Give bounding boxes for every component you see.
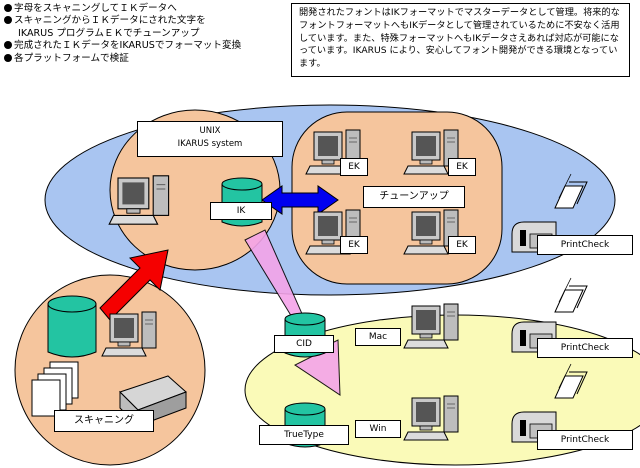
ek-label-3: EK [340, 236, 368, 254]
ek-label-4: EK [448, 236, 476, 254]
bullet-item-2-cont: IKARUS プログラムＥＫでチューンアップ [18, 27, 200, 39]
bullet-dot-icon [4, 41, 12, 50]
win-label: Win [355, 420, 401, 438]
printcheck-label-3: PrintCheck [537, 430, 633, 450]
bullet-item-2: スキャニングからＩＫデータにされた文字を [4, 15, 241, 27]
scan-database-icon [47, 295, 97, 358]
bullet-dot-icon [4, 16, 12, 25]
scanning-label: スキャニング [54, 410, 154, 432]
printcheck-label-2: PrintCheck [537, 338, 633, 358]
unix-title: UNIX [199, 126, 221, 136]
bullet-item-3: 完成されたＩＫデータをIKARUSでフォーマット変換 [4, 40, 241, 52]
blue-double-arrow [261, 185, 339, 215]
truetype-label: TrueType [259, 425, 349, 445]
printcheck-label-1: PrintCheck [537, 235, 633, 255]
bullet-item-1: 字母をスキャニングしてＩＫデータへ [4, 3, 241, 15]
scanned-paper-stack-icon [31, 361, 79, 417]
red-arrow [99, 249, 169, 321]
description-note: 開発されたフォントはIKフォーマットでマスターデータとして管理。将来的なフォント… [291, 3, 630, 77]
ik-label: IK [210, 202, 272, 220]
bullet-item-4: 各プラットフォームで検証 [4, 53, 241, 65]
paper-icon-2 [554, 277, 588, 313]
bullet-list: 字母をスキャニングしてＩＫデータへ スキャニングからＩＫデータにされた文字を I… [4, 3, 241, 65]
mac-label: Mac [355, 328, 401, 346]
unix-label: UNIX IKARUS system [137, 121, 283, 157]
cid-label: CID [274, 335, 334, 353]
ek-label-2: EK [448, 158, 476, 176]
ikarus-system-label: IKARUS system [177, 139, 243, 149]
tuneup-label: チューンアップ [363, 186, 465, 208]
bullet-dot-icon [4, 53, 12, 62]
ek-label-1: EK [340, 158, 368, 176]
bullet-dot-icon [4, 4, 12, 12]
